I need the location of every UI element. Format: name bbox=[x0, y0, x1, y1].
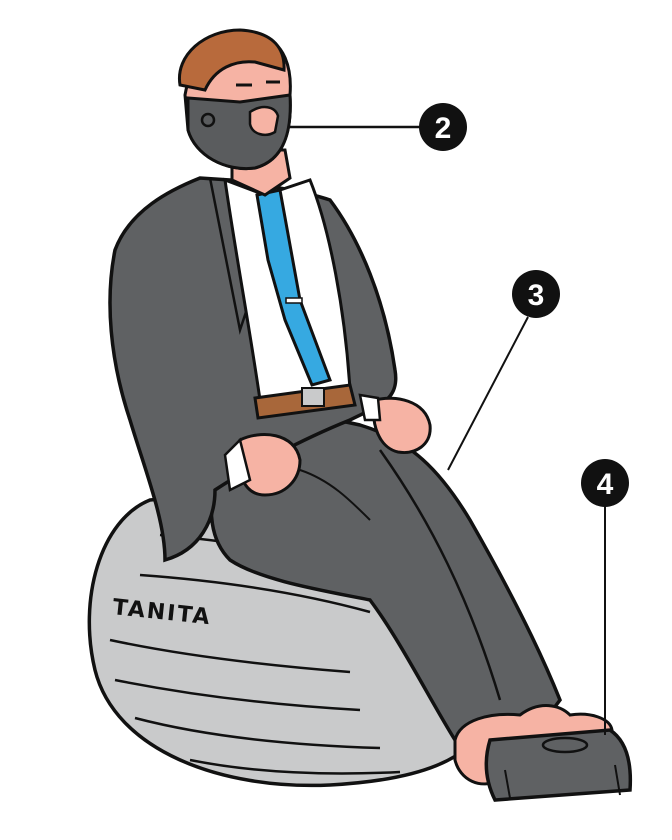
callout-lines bbox=[290, 125, 606, 735]
foot-device bbox=[484, 728, 633, 802]
hands bbox=[223, 393, 432, 497]
necktie bbox=[255, 188, 332, 387]
callout-number-3: 3 bbox=[528, 279, 545, 312]
callout-badge-3: 3 bbox=[512, 270, 560, 318]
face-mask bbox=[186, 80, 292, 171]
callout-badge-4: 4 bbox=[581, 459, 629, 507]
hair bbox=[177, 28, 286, 92]
callout-badge-2: 2 bbox=[419, 103, 467, 151]
callout-number-2: 2 bbox=[435, 112, 452, 145]
callout-number-4: 4 bbox=[597, 468, 614, 501]
belt bbox=[253, 383, 357, 420]
